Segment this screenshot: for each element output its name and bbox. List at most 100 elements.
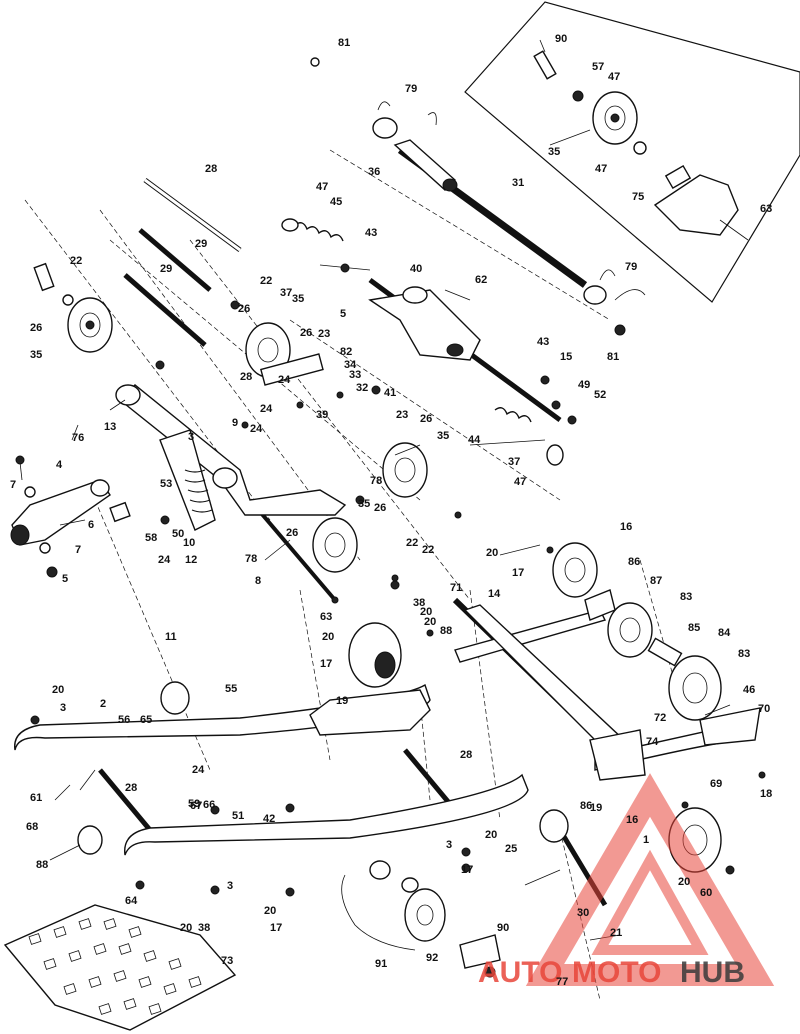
callout-label: 26 <box>238 303 250 315</box>
track-section <box>3 904 237 1031</box>
callout-label: 22 <box>260 275 272 287</box>
callout-label: 82 <box>340 346 352 358</box>
callout-label: 69 <box>710 778 722 790</box>
callout-label: 58 <box>145 532 157 544</box>
callout-label: 20 <box>180 922 192 934</box>
callout-label: 59 <box>188 798 200 810</box>
callout-label: 20 <box>424 616 436 628</box>
callout-label: 3 <box>227 880 233 892</box>
callout-label: 5 <box>340 308 346 320</box>
callout-label: 26 <box>420 413 432 425</box>
callout-label: 20 <box>264 905 276 917</box>
bottom-hardware <box>341 860 501 978</box>
callout-label: 20 <box>52 684 64 696</box>
callout-label: 15 <box>560 351 572 363</box>
callout-label: 63 <box>320 611 332 623</box>
callout-label: 90 <box>497 922 509 934</box>
watermark-moto: MOTO <box>572 956 661 989</box>
callout-label: 3 <box>188 431 194 443</box>
callout-label: 87 <box>650 575 662 587</box>
callout-label: 8 <box>255 575 261 587</box>
callout-label: 26 <box>286 527 298 539</box>
callout-label: 67 <box>190 800 202 812</box>
callout-label: 29 <box>195 238 207 250</box>
callout-label: 30 <box>577 907 589 919</box>
callout-label: 35 <box>358 498 370 510</box>
callout-label: 40 <box>410 263 422 275</box>
callout-label: 24 <box>278 374 291 386</box>
callout-label: 28 <box>460 749 472 761</box>
callout-label: 35 <box>292 293 304 305</box>
callout-label: 43 <box>365 227 377 239</box>
callout-label: 24 <box>158 554 171 566</box>
callout-label: 88 <box>36 859 48 871</box>
callout-label: 20 <box>486 547 498 559</box>
callout-label: 17 <box>320 658 332 670</box>
callout-label: 86 <box>628 556 640 568</box>
callout-label: 63 <box>760 203 772 215</box>
watermark-hub: HUB <box>680 956 745 989</box>
callout-label: 10 <box>183 537 195 549</box>
callout-label: 34 <box>344 359 357 371</box>
callout-label: 16 <box>626 814 638 826</box>
callout-labels: 8179363190574735477563284745432922222926… <box>10 33 772 988</box>
callout-label: 7 <box>10 479 16 491</box>
callout-label: 28 <box>125 782 137 794</box>
idler-wheels <box>33 262 722 942</box>
callout-label: 43 <box>537 336 549 348</box>
watermark-auto: AUTO <box>478 956 562 989</box>
callout-label: 5 <box>62 573 68 585</box>
callout-label: 92 <box>426 952 438 964</box>
callout-label: 83 <box>680 591 692 603</box>
callout-label: 47 <box>514 476 526 488</box>
callout-label: 73 <box>221 955 233 967</box>
callout-label: 44 <box>468 434 481 446</box>
callout-label: 83 <box>738 648 750 660</box>
callout-label: 22 <box>406 537 418 549</box>
callout-label: 23 <box>396 409 408 421</box>
callout-label: 20 <box>420 606 432 618</box>
callout-label: 51 <box>232 810 244 822</box>
callout-label: 28 <box>205 163 217 175</box>
callout-label: 81 <box>607 351 619 363</box>
callout-label: 2 <box>100 698 106 710</box>
callout-label: 35 <box>548 146 560 158</box>
callout-label: 16 <box>620 521 632 533</box>
callout-label: 17 <box>512 567 524 579</box>
callout-label: 19 <box>590 802 602 814</box>
callout-label: 60 <box>700 887 712 899</box>
callout-label: 57 <box>592 61 604 73</box>
callout-label: 9 <box>232 417 238 429</box>
rear-frame <box>309 604 646 781</box>
callout-label: 24 <box>260 403 273 415</box>
callout-label: 20 <box>485 829 497 841</box>
callout-label: 13 <box>104 421 116 433</box>
callout-label: 17 <box>270 922 282 934</box>
upper-shaft-assembly <box>310 57 646 336</box>
callout-label: 4 <box>56 459 63 471</box>
callout-label: 79 <box>625 261 637 273</box>
callout-label: 37 <box>280 287 292 299</box>
callout-label: 12 <box>185 554 197 566</box>
callout-label: 3 <box>60 702 66 714</box>
callout-label: 17 <box>461 864 473 876</box>
inset-frame <box>464 1 800 303</box>
callout-label: 62 <box>475 274 487 286</box>
callout-label: 37 <box>508 456 520 468</box>
callout-label: 64 <box>125 895 138 907</box>
callout-label: 55 <box>225 683 237 695</box>
callout-label: 50 <box>172 528 184 540</box>
callout-label: 65 <box>140 714 152 726</box>
callout-label: 3 <box>446 839 452 851</box>
callout-label: 70 <box>758 703 770 715</box>
spring-arm-cluster <box>281 218 577 466</box>
front-arm-and-shock <box>10 384 347 578</box>
callout-label: 21 <box>610 927 622 939</box>
callout-label: 39 <box>316 409 328 421</box>
callout-label: 91 <box>375 958 387 970</box>
callout-label: 75 <box>632 191 644 203</box>
inset-parts <box>533 50 749 241</box>
callout-label: 42 <box>263 813 275 825</box>
callout-label: 79 <box>405 83 417 95</box>
callout-label: 61 <box>30 792 42 804</box>
